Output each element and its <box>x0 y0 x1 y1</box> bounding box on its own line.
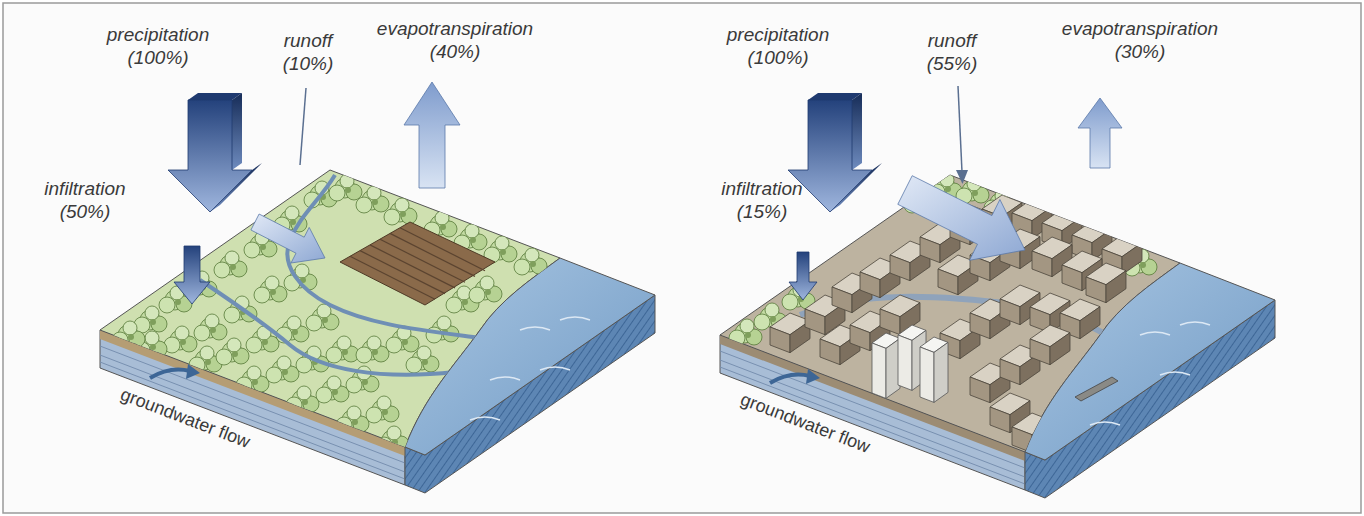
flow-arrows-part <box>168 100 252 212</box>
natural-landscape-part-part <box>356 336 389 363</box>
flow-arrows-part <box>852 93 862 170</box>
flow-arrows-part <box>404 82 460 188</box>
groundwater-label: groundwater flow <box>737 389 873 458</box>
natural-landscape-part-part <box>216 338 249 365</box>
natural-landscape-part-part <box>469 276 502 303</box>
flow-arrows-part <box>898 176 1025 261</box>
natural-landscape-part-part-part <box>350 256 435 299</box>
urban-landscape-part-part <box>1012 413 1052 453</box>
natural-landscape-part-part-part <box>370 245 455 288</box>
flow-label: precipitation (100%) <box>703 24 853 70</box>
natural-landscape-part-part <box>214 251 247 278</box>
natural-landscape-part-part <box>384 198 417 225</box>
natural-landscape-part-part <box>254 276 287 303</box>
natural-landscape-part <box>470 317 590 420</box>
urban-landscape-part-part <box>770 313 810 353</box>
natural-landscape-part-part <box>350 228 485 300</box>
natural-landscape-part-part <box>336 406 369 433</box>
flow-label: infiltration (15%) <box>702 178 822 224</box>
natural-landscape-part-part <box>266 356 299 383</box>
natural-landscape-part-part <box>286 386 319 413</box>
natural-landscape-part-part <box>164 326 197 353</box>
flow-arrows-part <box>958 86 962 172</box>
urban-landscape-part-part <box>872 333 900 398</box>
natural-landscape-part-part <box>316 376 349 403</box>
flow-arrows-part <box>174 246 210 304</box>
natural-landscape-part-part-part <box>390 233 475 276</box>
natural-landscape-part-part <box>326 336 359 363</box>
flow-label: runoff (55%) <box>912 30 992 76</box>
natural-landscape <box>100 170 655 493</box>
urban-landscape-part-part <box>1086 263 1126 303</box>
natural-landscape-part-part <box>406 346 439 373</box>
natural-landscape-part-part-part <box>400 228 485 271</box>
natural-landscape-part-part <box>200 280 455 375</box>
flow-arrows-part <box>956 170 968 184</box>
natural-landscape-part-part <box>112 321 145 348</box>
natural-landscape-part-part <box>340 222 495 305</box>
flow-arrows-part <box>232 93 242 170</box>
natural-landscape-part-part-part <box>380 239 465 282</box>
natural-landscape-part <box>112 174 547 453</box>
flow-label: evapotranspiration (40%) <box>355 18 555 64</box>
urban-landscape-part <box>770 375 810 383</box>
natural-landscape-part-part <box>514 248 547 275</box>
natural-landscape-part <box>186 364 200 379</box>
flow-arrows-part <box>789 252 817 300</box>
natural-landscape-part-part <box>356 186 389 213</box>
flow-label: infiltration (50%) <box>25 178 145 224</box>
urban-landscape-part <box>1075 377 1118 401</box>
frame <box>3 3 1361 513</box>
flow-label: runoff (10%) <box>268 30 348 76</box>
natural-landscape-part-part-part <box>360 251 445 294</box>
flow-arrows-part <box>251 214 325 263</box>
urban-landscape-part-part <box>920 337 948 402</box>
natural-landscape-part-part <box>100 362 405 479</box>
urban-landscape-part <box>1090 322 1210 425</box>
urban-landscape <box>720 173 1275 498</box>
flow-arrows-part <box>300 88 306 165</box>
natural-landscape-part <box>150 370 190 378</box>
urban-landscape-part <box>1025 263 1275 460</box>
natural-landscape-part-part <box>366 396 399 423</box>
flow-arrows <box>168 82 1122 304</box>
natural-landscape-part-part <box>376 426 409 453</box>
flow-label: evapotranspiration (30%) <box>1040 18 1240 64</box>
urban-landscape-part <box>806 369 820 384</box>
natural-landscape-part-part <box>236 366 269 393</box>
flow-arrows-part <box>1078 98 1122 168</box>
natural-landscape-part-part <box>194 314 227 341</box>
groundwater-label: groundwater flow <box>117 384 253 453</box>
flow-label: precipitation (100%) <box>83 24 233 70</box>
urban-landscape-part-part <box>1030 325 1070 365</box>
